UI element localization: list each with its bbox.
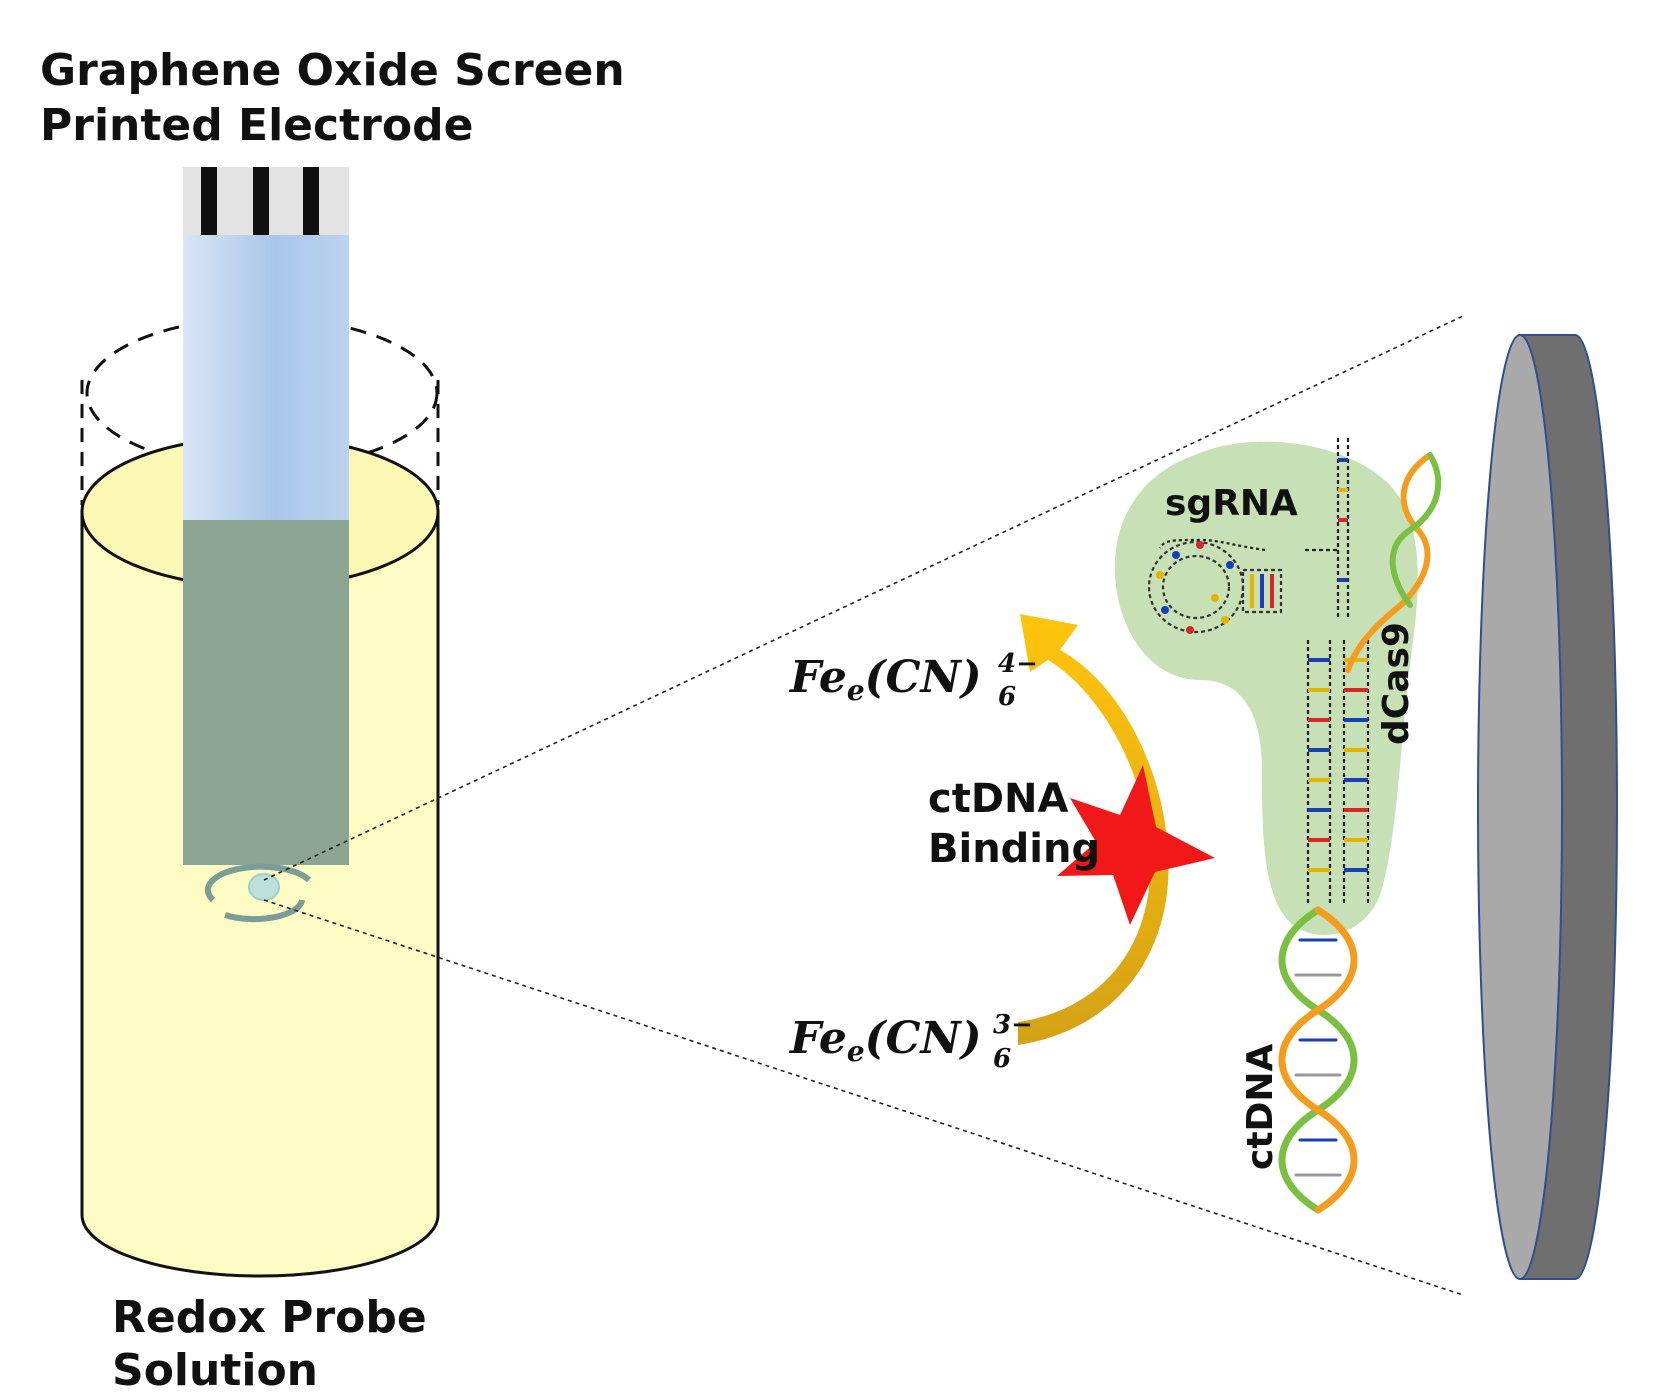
sgrna-structure xyxy=(1147,438,1370,905)
screen-printed-electrode xyxy=(183,167,349,923)
ferricyanide-paren: (CN) xyxy=(865,1013,982,1064)
curved-arrow-icon xyxy=(1018,614,1169,1045)
solution-label-line2: Solution xyxy=(112,1345,318,1396)
electrode-disk xyxy=(1477,334,1618,1280)
ferricyanide-charge: 3− xyxy=(993,1010,1033,1040)
ctdna-helix xyxy=(1278,452,1442,1214)
ferricyanide-sub-e: e xyxy=(847,1035,865,1068)
electrode-title-line1: Graphene Oxide Screen xyxy=(40,45,625,96)
solution-label-line1: Redox Probe xyxy=(112,1292,427,1343)
ferrocyanide-sub-e: e xyxy=(847,674,865,707)
loop-nucleotides xyxy=(1156,541,1234,634)
dcas9-label: dCas9 xyxy=(1376,622,1417,745)
sgrna-label: sgRNA xyxy=(1165,483,1298,524)
ferricyanide-formula: Fee(CN) 3− 6 xyxy=(788,1010,1033,1074)
zoom-lines xyxy=(263,315,1464,1296)
ferricyanide-count: 6 xyxy=(993,1044,1011,1074)
electrode-title-line2: Printed Electrode xyxy=(40,100,473,151)
ferrocyanide-fe: Fe xyxy=(788,652,847,703)
star-icon xyxy=(1057,765,1215,925)
svg-text:Fee(CN): Fee(CN) xyxy=(788,1013,982,1068)
base-pairs xyxy=(1250,458,1368,872)
electrode-contact-1 xyxy=(201,167,217,235)
ctdna-label: ctDNA xyxy=(1240,1043,1281,1170)
dcas9-complex xyxy=(1114,438,1418,935)
binding-label-line1: ctDNA xyxy=(928,776,1069,822)
electrode-contact-2 xyxy=(253,167,269,235)
ferrocyanide-count: 6 xyxy=(998,682,1016,712)
binding-label-line2: Binding xyxy=(928,826,1100,872)
ferrocyanide-paren: (CN) xyxy=(865,652,982,703)
electrode-contact-3 xyxy=(303,167,319,235)
ferrocyanide-formula: Fee(CN) 4− 6 xyxy=(788,649,1038,712)
svg-text:Fee(CN): Fee(CN) xyxy=(788,652,982,707)
ferrocyanide-charge: 4− xyxy=(998,649,1038,679)
working-electrode-icon xyxy=(204,863,312,923)
dcas9-blob xyxy=(1114,441,1418,935)
ferricyanide-fe: Fe xyxy=(788,1013,847,1064)
